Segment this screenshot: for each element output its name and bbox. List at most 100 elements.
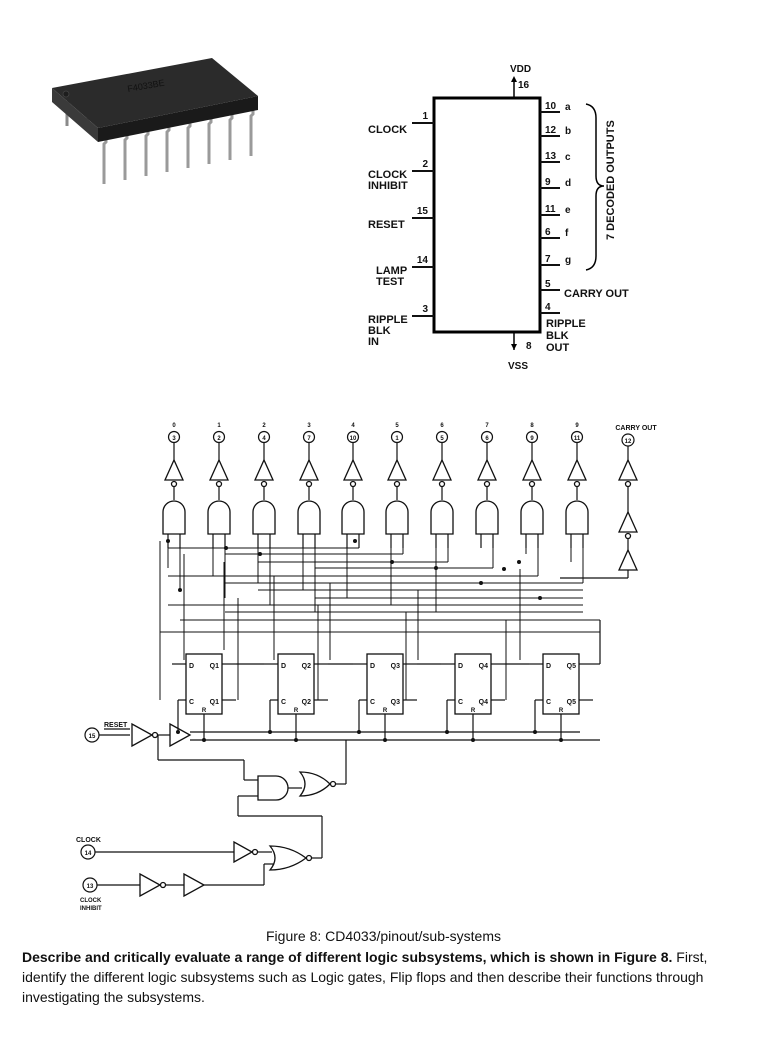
- clock-gating: [158, 740, 347, 858]
- pin-number: 6: [545, 227, 551, 238]
- decoder-output-8: 89: [520, 423, 544, 548]
- pin-label: IN: [368, 336, 379, 348]
- decoder-output-1: 12: [207, 423, 231, 548]
- output-digit: 5: [395, 423, 399, 429]
- output-digit: 3: [307, 423, 311, 429]
- ff-d-label: D: [281, 663, 286, 670]
- output-digit: 2: [262, 423, 266, 429]
- pin-number: 2: [422, 159, 428, 170]
- ff-d-label: D: [546, 663, 551, 670]
- segment-label: d: [565, 178, 571, 189]
- output-pin-number: 9: [530, 436, 534, 442]
- pin-label: RIPPLE: [368, 314, 408, 326]
- ff-q-label: Q1: [210, 663, 219, 670]
- vss-pin: 8: [526, 341, 532, 352]
- output-digit: 0: [172, 423, 176, 429]
- decoder-output-5: 51: [385, 423, 409, 548]
- pin-label: LAMP: [376, 265, 407, 277]
- pin-label: TEST: [376, 276, 404, 288]
- output-pin-number: 3: [172, 436, 176, 442]
- segment-label: a: [565, 102, 571, 113]
- pin-number: 14: [417, 255, 429, 266]
- pin-label: BLK: [368, 325, 391, 337]
- segment-label: c: [565, 152, 571, 163]
- ff-r-label: R: [559, 708, 564, 714]
- ff-r-label: R: [383, 708, 388, 714]
- pin-number: 1: [422, 111, 428, 122]
- vss-label: VSS: [508, 361, 528, 372]
- ff-q-out-label: Q5: [567, 699, 576, 706]
- segment-label: e: [565, 205, 571, 216]
- pin-label: RESET: [368, 219, 405, 231]
- pin-number: 13: [545, 151, 557, 162]
- clock-label: CLOCK: [76, 837, 101, 844]
- pinout-right-pin-13: 13 c: [540, 151, 571, 163]
- decoder-output-9: 9 11: [565, 423, 589, 548]
- output-digit: 6: [440, 423, 444, 429]
- output-digit: 1: [217, 423, 221, 429]
- decode-wiring: [159, 539, 600, 700]
- pinout-right-pin-11: 11 e: [540, 204, 571, 216]
- carry-out-label: CARRY OUT: [564, 288, 629, 300]
- question-text: Describe and critically evaluate a range…: [22, 947, 750, 1007]
- ff-c-label: C: [370, 699, 375, 706]
- decoder-output-7: 76: [475, 423, 499, 548]
- output-pin-number: 10: [350, 436, 357, 442]
- clock-inhibit-label: INHIBIT: [80, 906, 102, 912]
- chip-photo: F4033BE: [52, 58, 258, 184]
- ff-q-label: Q3: [391, 663, 400, 670]
- reset-clock-bus: [176, 730, 600, 742]
- ripple-out-label: RIPPLE: [546, 318, 586, 330]
- reset-input: 15 RESET: [84, 722, 192, 760]
- ff-q-out-label: Q2: [302, 699, 311, 706]
- pin-number: 10: [545, 101, 557, 112]
- pin-label: INHIBIT: [368, 180, 408, 192]
- decoder-output-4: 4 10: [341, 423, 365, 548]
- reset-label: RESET: [104, 722, 128, 729]
- output-pin-number: 11: [574, 436, 581, 442]
- segment-label: f: [565, 228, 569, 239]
- output-pin-number: 7: [307, 436, 311, 442]
- pin-number: 5: [545, 279, 551, 290]
- question-rest: First, identify the different logic subs…: [22, 949, 708, 1005]
- decoded-outputs-label: 7 DECODED OUTPUTS: [605, 120, 617, 240]
- vdd-label: VDD: [510, 64, 531, 75]
- output-pin-number: 5: [440, 436, 444, 442]
- output-digit: 4: [351, 423, 355, 429]
- ff-q-out-label: Q3: [391, 699, 400, 706]
- ff-d-label: D: [189, 663, 194, 670]
- ff-d-label: D: [458, 663, 463, 670]
- decoder-output-0: 03: [162, 423, 186, 548]
- output-digit: 7: [485, 423, 489, 429]
- pinout-right-pin-10: 10 a: [540, 101, 571, 113]
- pin-number: 15: [417, 206, 429, 217]
- output-pin-number: 4: [262, 436, 266, 442]
- decoder-output-6: 65: [430, 423, 454, 548]
- pin-number: 11: [545, 204, 556, 215]
- carry-out-label: CARRY OUT: [615, 425, 657, 432]
- output-digit: 9: [575, 423, 579, 429]
- ff-c-label: C: [546, 699, 551, 706]
- figure-caption: Figure 8: CD4033/pinout/sub-systems: [266, 928, 501, 944]
- pinout-diagram: VDD 16 8 VSS 1CLOCK2CLOCKINHIBIT15RESET1…: [368, 64, 629, 372]
- reset-pin: 15: [89, 734, 96, 740]
- output-pin-number: 1: [395, 436, 399, 442]
